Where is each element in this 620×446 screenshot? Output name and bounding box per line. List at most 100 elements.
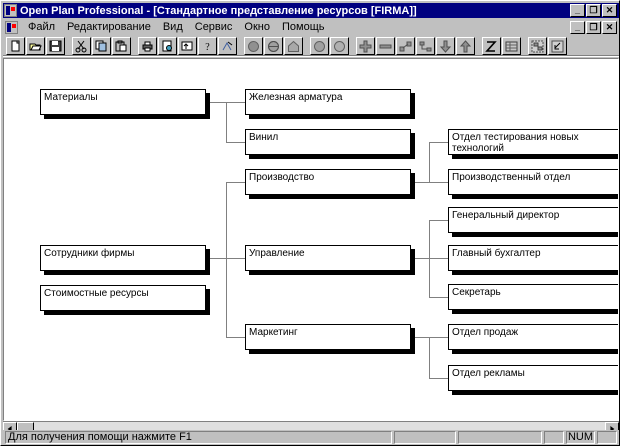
diagram-node-box[interactable]: Производственный отдел [448, 169, 618, 195]
save-disk-icon[interactable] [46, 37, 65, 55]
link-icon[interactable] [396, 37, 415, 55]
connector-line [429, 142, 448, 143]
restore-icon: ❐ [589, 5, 598, 15]
diagram-node-production[interactable]: Производство [245, 169, 415, 199]
diagram-node-management[interactable]: Управление [245, 245, 415, 275]
diagram-node-costres[interactable]: Стоимостные ресурсы [40, 285, 210, 315]
mdi-close-button[interactable]: ✕ [602, 20, 617, 34]
menu-item-file[interactable]: Файл [28, 21, 56, 33]
connector-line [226, 102, 245, 103]
status-pane-3 [458, 431, 542, 444]
connector-line [429, 297, 448, 298]
connector-line [226, 142, 245, 143]
menu-bar: Файл Редактирование Вид Сервис Окно Помо… [3, 19, 619, 35]
status-num-indicator: NUM [566, 431, 595, 444]
layout-icon[interactable] [528, 37, 547, 55]
add-plus-icon[interactable] [356, 37, 375, 55]
copy-icon[interactable] [92, 37, 111, 55]
circle2-icon[interactable] [330, 37, 349, 55]
diagram-node-label: Отдел тестирования новых технологий [452, 132, 579, 154]
diagram-node-box[interactable]: Отдел тестирования новых технологий [448, 129, 618, 155]
diagram-node-box[interactable]: Производство [245, 169, 411, 195]
menu-item-help[interactable]: Помощь [281, 21, 325, 33]
diagram-node-box[interactable]: Отдел рекламы [448, 365, 618, 391]
diagram-node-employees[interactable]: Сотрудники фирмы [40, 245, 210, 275]
menu-item-window[interactable]: Окно [244, 21, 270, 33]
diagram-node-box[interactable]: Отдел продаж [448, 324, 618, 350]
minimize-button[interactable]: _ [570, 4, 585, 17]
diagram-node-label: Отдел рекламы [452, 368, 525, 379]
what-is-this-icon[interactable] [218, 37, 237, 55]
open-folder-icon[interactable] [26, 37, 45, 55]
diagram-node-testdept[interactable]: Отдел тестирования новых технологий [448, 129, 618, 159]
diagram-node-box[interactable]: Винил [245, 129, 411, 155]
table-icon[interactable] [502, 37, 521, 55]
diagram-node-box[interactable]: Секретарь [448, 284, 618, 310]
window-system-buttons: _ ❐ ✕ [570, 4, 617, 17]
help-question-icon[interactable]: ? [198, 37, 217, 55]
diagram-node-label: Отдел продаж [452, 327, 519, 338]
zigzag-icon[interactable] [482, 37, 501, 55]
restore-button[interactable]: ❐ [586, 4, 601, 17]
menu-item-edit[interactable]: Редактирование [67, 21, 151, 33]
diagram-node-vinyl[interactable]: Винил [245, 129, 415, 159]
print-preview-icon[interactable] [158, 37, 177, 55]
diagram-node-box[interactable]: Управление [245, 245, 411, 271]
hierarchy-icon[interactable] [416, 37, 435, 55]
resize-icon[interactable] [548, 37, 567, 55]
diagram-node-label: Главный бухгалтер [452, 248, 541, 259]
diagram-node-box[interactable]: Стоимостные ресурсы [40, 285, 206, 311]
connector-line [226, 182, 245, 183]
diagram-node-label: Сотрудники фирмы [44, 248, 135, 259]
sort-icon[interactable] [178, 37, 197, 55]
close-button[interactable]: ✕ [602, 4, 617, 17]
diagram-node-adsdept[interactable]: Отдел рекламы [448, 365, 618, 395]
diagram-node-salesdept[interactable]: Отдел продаж [448, 324, 618, 354]
connector-line [429, 258, 448, 259]
connector-line [429, 220, 448, 221]
close-icon: ✕ [605, 5, 614, 15]
mdi-minimize-button[interactable]: _ [570, 20, 585, 34]
diagram-node-label: Управление [249, 248, 305, 259]
diagram-node-box[interactable]: Генеральный директор [448, 207, 618, 233]
new-document-icon[interactable] [6, 37, 25, 55]
menu-item-view[interactable]: Вид [162, 21, 183, 33]
diagram-node-marketing[interactable]: Маркетинг [245, 324, 415, 354]
document-icon[interactable] [5, 20, 18, 34]
connector-line [226, 182, 227, 337]
move-down-arrow-icon[interactable] [436, 37, 455, 55]
diagram-node-label: Секретарь [452, 287, 501, 298]
diagram-node-iron[interactable]: Железная арматура [245, 89, 415, 119]
diagram-node-box[interactable]: Маркетинг [245, 324, 411, 350]
diagram-node-materials[interactable]: Материалы [40, 89, 210, 119]
diagram-node-secretary[interactable]: Секретарь [448, 284, 618, 314]
toolbar-divider-light [3, 56, 619, 57]
minimize-icon: _ [574, 5, 580, 15]
diagram-node-box[interactable]: Материалы [40, 89, 206, 115]
diagram-node-accountant[interactable]: Главный бухгалтер [448, 245, 618, 275]
cut-scissors-icon[interactable] [72, 37, 91, 55]
status-pane-2 [394, 431, 456, 444]
diagram-node-box[interactable]: Сотрудники фирмы [40, 245, 206, 271]
circle-icon[interactable] [310, 37, 329, 55]
diagram-node-label: Винил [249, 132, 279, 143]
diagram-node-proddept[interactable]: Производственный отдел [448, 169, 618, 199]
diagram-node-label: Производственный отдел [452, 172, 571, 183]
move-up-arrow-icon[interactable] [456, 37, 475, 55]
globe-icon[interactable] [264, 37, 283, 55]
print-icon[interactable] [138, 37, 157, 55]
remove-minus-icon[interactable] [376, 37, 395, 55]
diagram-node-box[interactable]: Главный бухгалтер [448, 245, 618, 271]
mdi-restore-button[interactable]: ❐ [586, 20, 601, 34]
title-bar: Open Plan Professional - [Стандартное пр… [3, 3, 619, 18]
paste-icon[interactable] [112, 37, 131, 55]
connector-line [210, 258, 226, 259]
menu-item-service[interactable]: Сервис [194, 21, 233, 33]
connector-line [415, 258, 429, 259]
pentagon-icon[interactable] [284, 37, 303, 55]
diagram-node-gendirector[interactable]: Генеральный директор [448, 207, 618, 237]
ellipse-filled-icon[interactable] [244, 37, 263, 55]
diagram-node-box[interactable]: Железная арматура [245, 89, 411, 115]
